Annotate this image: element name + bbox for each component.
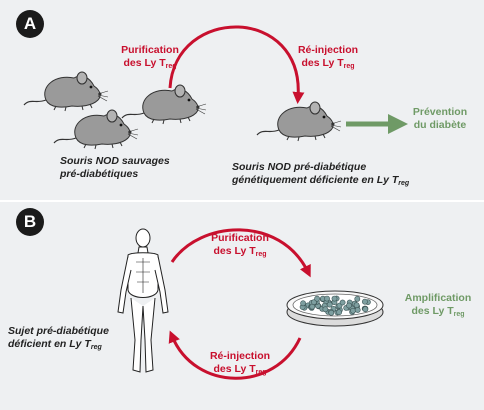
mouse-wild-back: [23, 71, 109, 112]
cell: [328, 309, 335, 316]
cell: [322, 306, 329, 313]
arrow-reinjection-b: [168, 330, 302, 380]
cell: [314, 295, 320, 302]
label-amplification: Amplification des Ly Treg: [404, 292, 472, 318]
caption-wild-mice: Souris NOD sauvages pré-diabétiques: [60, 155, 170, 180]
badge-a: A: [16, 10, 44, 38]
cell: [362, 306, 369, 313]
cell: [354, 307, 361, 313]
cell: [353, 302, 360, 309]
caption-recipient-mouse: Souris NOD pré-diabétique génétiquement …: [232, 161, 410, 187]
cell: [300, 300, 306, 307]
label-reinjection-b: Ré-injection des Ly Treg: [209, 350, 271, 376]
cell: [331, 295, 338, 302]
cell: [346, 302, 352, 309]
mouse-source: [121, 84, 207, 125]
arrow-purification-b: [170, 228, 311, 278]
cell: [326, 301, 333, 308]
cell: [336, 309, 342, 316]
label-reinjection-a: Ré-injection des Ly Treg: [297, 44, 359, 70]
label-purification-a: Purification des Ly Treg: [121, 44, 179, 70]
panel-b: [0, 202, 484, 410]
cell: [354, 295, 361, 302]
mouse-recipient: [256, 101, 342, 142]
human-figure: [117, 228, 169, 373]
label-prevention: Prévention du diabète: [412, 106, 468, 131]
label-purification-b: Purification des Ly Treg: [211, 232, 269, 258]
badge-b: B: [16, 208, 44, 236]
cell: [324, 295, 330, 302]
caption-subject: Sujet pré-diabétique déficient en Ly Tre…: [8, 325, 109, 351]
arrow-purification-reinjection: [168, 25, 305, 104]
cell: [361, 298, 368, 305]
cell: [339, 299, 346, 306]
cell: [350, 307, 356, 314]
petri-dish: [286, 290, 384, 327]
